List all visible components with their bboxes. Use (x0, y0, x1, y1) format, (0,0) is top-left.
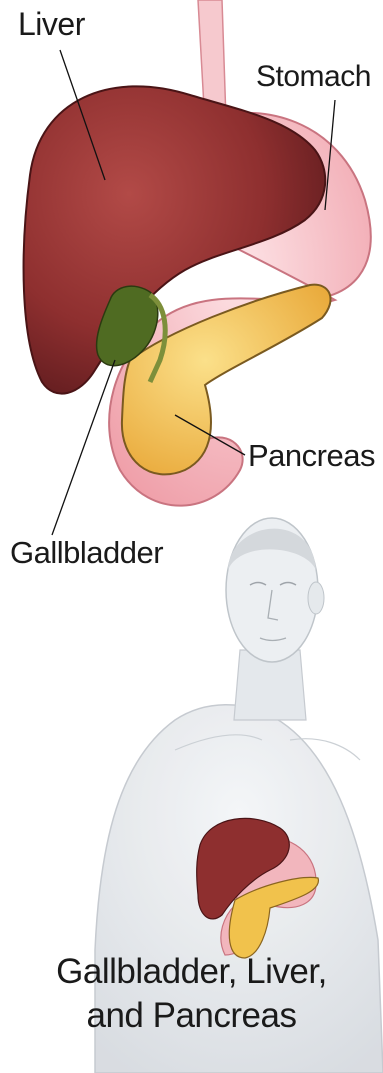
caption-line-2: and Pancreas (0, 994, 383, 1038)
caption: Gallbladder, Liver, and Pancreas (0, 950, 383, 1038)
liver-label: Liver (18, 6, 85, 43)
caption-line-1: Gallbladder, Liver, (0, 950, 383, 994)
gallbladder-label: Gallbladder (10, 535, 163, 571)
stomach-label: Stomach (256, 60, 371, 94)
pancreas-label: Pancreas (248, 438, 375, 474)
